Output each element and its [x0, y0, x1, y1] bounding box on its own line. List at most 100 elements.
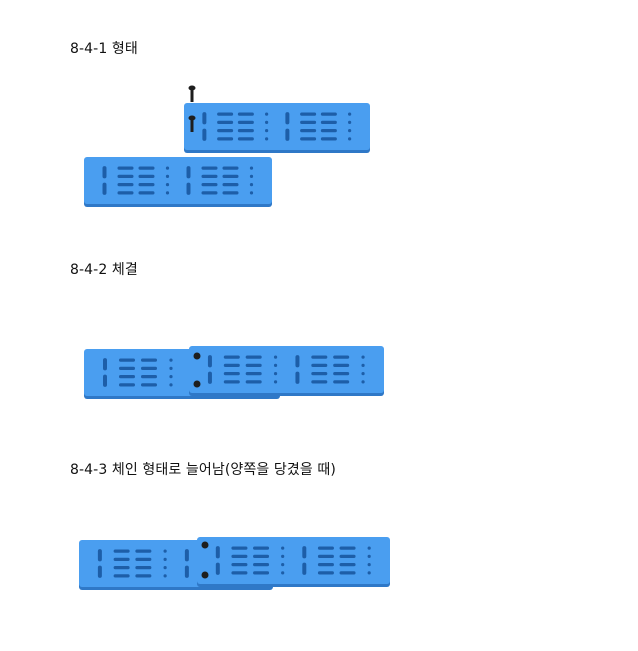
section-2-caption: 8-4-2 체결 [70, 262, 138, 278]
hole [367, 554, 371, 558]
horizontal-slot [222, 191, 239, 195]
horizontal-slot [339, 546, 356, 550]
vertical-slot [285, 128, 290, 141]
horizontal-slot [339, 554, 356, 558]
horizontal-slot [253, 563, 270, 567]
horizontal-slot [223, 380, 240, 384]
horizontal-slot [300, 112, 317, 116]
hole [265, 112, 269, 116]
hole [348, 137, 352, 141]
horizontal-slot [117, 191, 134, 195]
horizontal-slot [237, 120, 254, 124]
screw-head [193, 380, 201, 388]
hole [273, 372, 278, 376]
horizontal-slot [117, 166, 134, 170]
hole [273, 363, 278, 367]
horizontal-slot [223, 363, 240, 367]
hole [361, 372, 365, 376]
vertical-slot [207, 371, 212, 384]
horizontal-slot [245, 355, 262, 359]
horizontal-slot [119, 366, 135, 370]
vertical-slot [202, 128, 207, 141]
vertical-slot [97, 549, 102, 562]
screw [188, 85, 196, 102]
horizontal-slot [320, 137, 337, 141]
hole [163, 557, 167, 561]
horizontal-slot [317, 571, 334, 575]
plate-face [197, 537, 390, 584]
horizontal-slot [320, 120, 337, 124]
horizontal-slot [320, 129, 337, 133]
hole [249, 174, 254, 178]
hole [367, 563, 371, 567]
horizontal-slot [135, 566, 152, 570]
hole [169, 366, 173, 370]
horizontal-slot [119, 383, 135, 387]
screw-head [201, 541, 209, 549]
horizontal-slot [317, 546, 334, 550]
vertical-slot [302, 562, 307, 575]
horizontal-slot [339, 571, 356, 575]
section-3-caption: 8-4-3 체인 형태로 늘어남(양쪽을 당겼을 때) [70, 462, 336, 478]
hole [265, 137, 269, 141]
horizontal-slot [141, 358, 157, 362]
screw-shaft [190, 88, 194, 102]
vertical-slot [295, 355, 300, 368]
horizontal-slot [300, 137, 317, 141]
horizontal-slot [311, 355, 328, 359]
hole [273, 355, 278, 359]
hole [361, 380, 365, 384]
plate-top [184, 103, 370, 153]
screw-head [193, 352, 201, 360]
horizontal-slot [138, 191, 155, 195]
vertical-slot [103, 374, 107, 387]
hole [367, 546, 371, 550]
plate-bottom [84, 157, 272, 207]
hole [169, 375, 173, 379]
horizontal-slot [113, 549, 130, 553]
horizontal-slot [119, 358, 135, 362]
plate-face [84, 157, 272, 204]
screw [201, 541, 209, 549]
horizontal-slot [135, 557, 152, 561]
vertical-slot [186, 182, 191, 195]
vertical-slot [184, 565, 189, 578]
vertical-slot [186, 166, 191, 179]
plate-face [184, 103, 370, 150]
vertical-slot [97, 565, 102, 578]
horizontal-slot [333, 380, 350, 384]
screw [188, 115, 196, 132]
horizontal-slot [311, 363, 328, 367]
screw-head [188, 85, 196, 91]
horizontal-slot [135, 574, 152, 578]
horizontal-slot [339, 563, 356, 567]
horizontal-slot [237, 137, 254, 141]
plate-front [189, 346, 384, 396]
horizontal-slot [237, 129, 254, 133]
hole [249, 166, 254, 170]
horizontal-slot [222, 174, 239, 178]
horizontal-slot [300, 129, 317, 133]
horizontal-slot [253, 571, 270, 575]
horizontal-slot [311, 380, 328, 384]
horizontal-slot [253, 554, 270, 558]
hole [348, 129, 352, 133]
horizontal-slot [333, 355, 350, 359]
hole [348, 120, 352, 124]
screw [201, 571, 209, 579]
horizontal-slot [333, 363, 350, 367]
horizontal-slot [231, 563, 248, 567]
screw-shaft [190, 118, 194, 132]
plate-right [197, 537, 390, 587]
hole [281, 554, 285, 558]
horizontal-slot [201, 183, 218, 187]
horizontal-slot [135, 549, 152, 553]
horizontal-slot [222, 183, 239, 187]
horizontal-slot [320, 112, 337, 116]
vertical-slot [103, 358, 107, 371]
hole [165, 166, 170, 170]
horizontal-slot [245, 372, 262, 376]
horizontal-slot [237, 112, 254, 116]
horizontal-slot [113, 574, 130, 578]
screw-head [201, 571, 209, 579]
